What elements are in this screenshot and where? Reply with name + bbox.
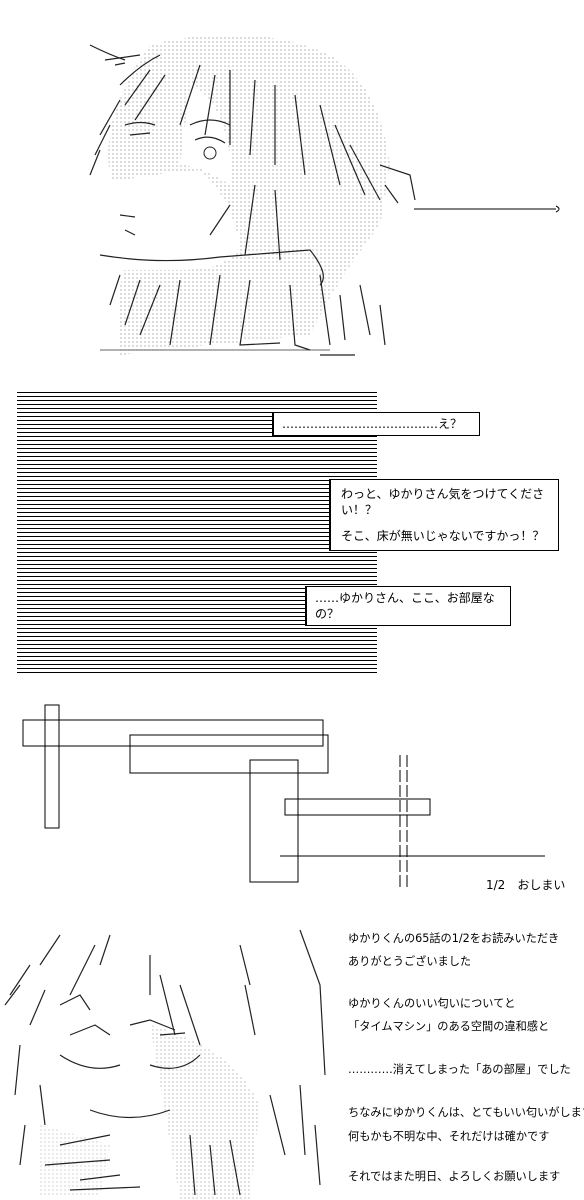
note-line-5: …………消えてしまった「あの部屋」でした (348, 1063, 571, 1076)
rect-tall-left (44, 704, 60, 829)
speech-bubble-1: …………………………………え？ (272, 412, 480, 436)
bubble-1-text: …………………………………え？ (273, 413, 479, 435)
ascii-art-character (4, 929, 326, 1200)
hair-dots (108, 34, 390, 355)
left-eye (124, 121, 156, 136)
note-line-7: 何もかも不明な中、それだけは確かです (348, 1130, 550, 1143)
ascii-art-face (89, 34, 416, 356)
rect-wide-top (22, 719, 324, 747)
note-line-2: ありがとうございました (348, 955, 472, 968)
note-line-6: ちなみにゆかりくんは、とてもいい匂いがします (348, 1106, 584, 1119)
closed-eyes (59, 994, 111, 1036)
bubble-3-text: ……ゆかりさん、ここ、お部屋なの？ (306, 587, 510, 625)
bubble-2-line-2: そこ、床が無いじゃないですかっ！？ (341, 529, 545, 543)
note-line-3: ゆかりくんのいい匂いについてと (348, 997, 516, 1010)
speech-bubble-2: わっと、ゆかりさん気をつけてください！？ そこ、床が無いじゃないですかっ！？ (329, 479, 559, 551)
right-eye (189, 119, 231, 144)
rect-small-right (284, 798, 431, 816)
rect-tall-center (249, 759, 299, 883)
trailing-dash-line (414, 205, 560, 213)
bubble-2-line-1: わっと、ゆかりさん気をつけてください！？ (341, 487, 545, 517)
hatched-void-background (17, 392, 377, 674)
rect-middle (129, 734, 329, 774)
speech-bubble-3: ……ゆかりさん、ここ、お部屋なの？ (305, 586, 511, 626)
page-label: 1/2 おしまい (486, 878, 566, 892)
note-line-8: それではまた明日、よろしくお願いします (348, 1170, 561, 1183)
note-line-4: 「タイムマシン」のある空間の違和感と (348, 1020, 550, 1033)
note-line-1: ゆかりくんの65話の1/2をお読みいただき (348, 932, 560, 945)
smile (89, 1109, 171, 1119)
face-area (95, 170, 240, 270)
abstract-rectangles (22, 704, 545, 890)
